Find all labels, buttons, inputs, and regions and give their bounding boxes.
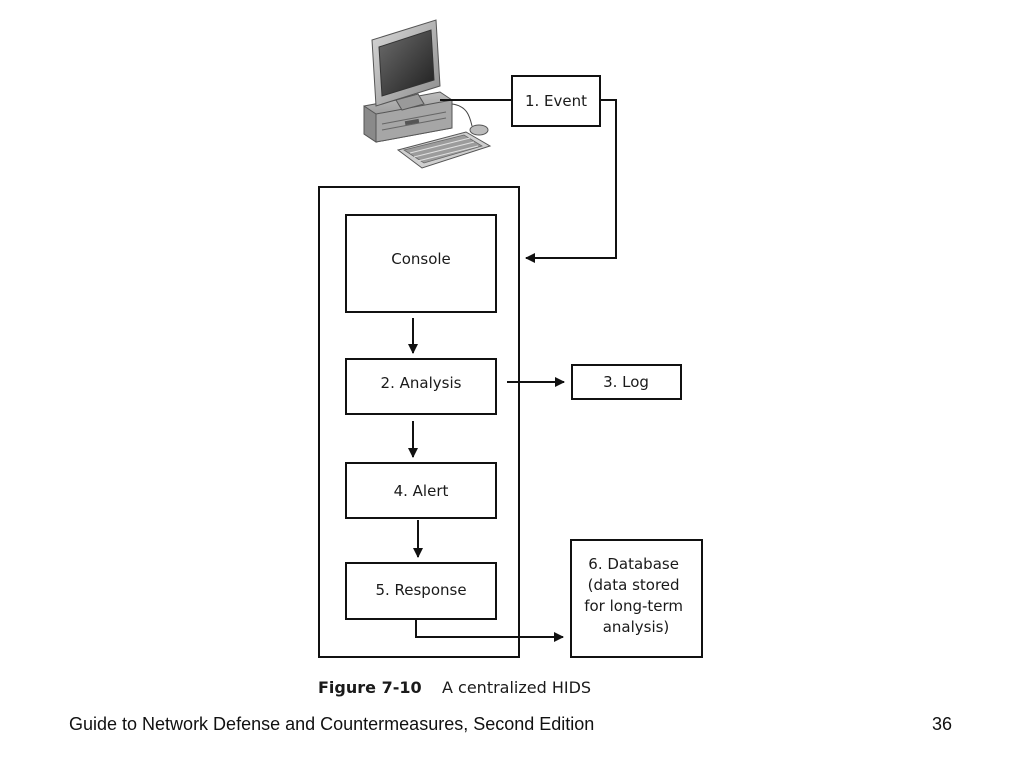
console-label: Console [391, 250, 451, 268]
response-box [345, 562, 497, 620]
database-label-line: analysis) [603, 618, 670, 636]
alert-box [345, 462, 497, 519]
analysis-label: 2. Analysis [381, 374, 462, 392]
log-label: 3. Log [603, 373, 649, 391]
figure-caption: Figure 7-10 A centralized HIDS [318, 678, 591, 697]
figure-title: A centralized HIDS [442, 678, 591, 697]
analysis-box [345, 358, 497, 415]
footer-page-number: 36 [932, 714, 953, 734]
database-label-line: for long-term [584, 597, 683, 615]
database-label-line: (data stored [588, 576, 680, 594]
database-label: 6. Database (data stored for long-term a… [584, 555, 688, 636]
alert-label: 4. Alert [394, 482, 449, 500]
hids-container [318, 186, 520, 658]
footer-book-title: Guide to Network Defense and Countermeas… [69, 714, 595, 734]
event-box [511, 75, 601, 127]
event-to-system-arrow [525, 99, 617, 263]
response-to-database-arrow [415, 620, 564, 642]
console-box [345, 214, 497, 313]
database-label-line: 6. Database [588, 555, 679, 573]
response-label: 5. Response [375, 581, 466, 599]
database-box [570, 539, 703, 658]
figure-number: Figure 7-10 [318, 678, 422, 697]
event-label: 1. Event [525, 92, 587, 110]
desktop-computer-icon [363, 19, 492, 169]
log-box [571, 364, 682, 400]
